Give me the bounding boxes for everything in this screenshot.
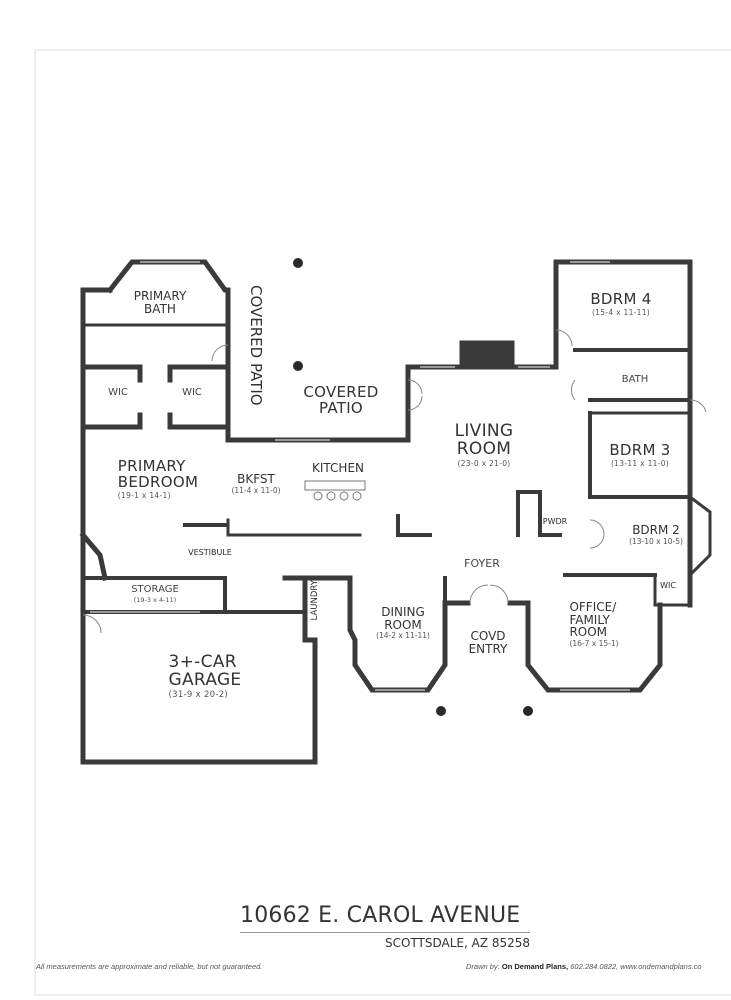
room-label-kitchen: KITCHEN — [312, 461, 364, 475]
room-dims: (31-9 x 20-2) — [168, 689, 229, 700]
room-label-covered-patio-side: COVERED PATIO — [246, 285, 265, 406]
room-label-primary-bath: PRIMARY BATH — [133, 289, 187, 316]
windows — [90, 261, 630, 691]
patio-columns — [293, 258, 533, 716]
room-name: 3+-CAR GARAGE — [168, 652, 242, 690]
room-dims: (19-3 x 4-11) — [133, 595, 177, 604]
room-dims: (19-1 x 14-1) — [117, 490, 171, 500]
room-dims: (13-11 x 11-0) — [610, 458, 670, 468]
page-frame — [34, 49, 731, 996]
room-dims: (14-2 x 11-11) — [376, 631, 430, 641]
room-label-storage: STORAGE(19-3 x 4-11) — [131, 584, 179, 604]
address-city: SCOTTSDALE, AZ 85258 — [385, 936, 531, 950]
room-label-covd-entry: COVD ENTRY — [468, 629, 508, 656]
room-label-vestibule: VESTIBULE — [188, 548, 232, 557]
room-name: OFFICE/ FAMILY ROOM — [569, 600, 617, 640]
room-label-wic-bdrm2: WIC — [660, 581, 676, 590]
drawn-by: Drawn by: On Demand Plans, 602.284.0822,… — [466, 962, 702, 971]
room-name: LIVING ROOM — [454, 421, 514, 459]
room-dims: (23-0 x 21-0) — [457, 458, 511, 468]
title-divider — [240, 932, 530, 933]
room-name: PRIMARY BEDROOM — [117, 457, 199, 491]
room-name: STORAGE — [131, 584, 179, 595]
room-name: BDRM 4 — [590, 290, 652, 308]
room-label-wic-right: WIC — [182, 387, 202, 398]
room-label-garage: 3+-CAR GARAGE(31-9 x 20-2) — [168, 652, 242, 700]
address-street: 10662 E. CAROL AVENUE — [240, 903, 521, 928]
room-name: BKFST — [237, 472, 275, 486]
room-label-bkfst: BKFST(11-4 x 11-0) — [231, 473, 280, 494]
room-name: BDRM 3 — [609, 441, 671, 459]
room-label-dining-room: DINING ROOM(14-2 x 11-11) — [376, 606, 430, 640]
room-label-covered-patio: COVERED PATIO — [303, 383, 379, 417]
room-label-pwdr: PWDR — [542, 517, 568, 526]
room-label-bdrm3: BDRM 3(13-11 x 11-0) — [609, 441, 671, 468]
drawn-by-company: On Demand Plans, — [501, 962, 569, 971]
room-label-bdrm2: BDRM 2(13-10 x 10-5) — [629, 524, 683, 545]
drawn-by-contact: 602.284.0822, www.ondemandplans.co — [570, 962, 702, 971]
room-label-laundry: LAUNDRY — [310, 580, 320, 621]
room-label-office: OFFICE/ FAMILY ROOM(16-7 x 15-1) — [569, 601, 618, 648]
kitchen-stools — [304, 480, 366, 501]
room-dims: (16-7 x 15-1) — [569, 638, 619, 648]
disclaimer: All measurements are approximate and rel… — [36, 962, 263, 971]
room-name: BDRM 2 — [632, 523, 680, 537]
room-dims: (13-10 x 10-5) — [629, 536, 683, 546]
room-label-bdrm4: BDRM 4(15-4 x 11-11) — [590, 290, 652, 317]
room-dims: (11-4 x 11-0) — [231, 485, 281, 495]
room-dims: (15-4 x 11-11) — [591, 307, 651, 317]
room-label-living-room: LIVING ROOM(23-0 x 21-0) — [454, 421, 514, 468]
room-label-foyer: FOYER — [464, 557, 500, 570]
room-name: DINING ROOM — [381, 605, 425, 632]
room-label-bath: BATH — [621, 374, 649, 385]
doors — [82, 329, 707, 634]
drawn-by-label: Drawn by: — [466, 962, 500, 971]
room-label-primary-bedroom: PRIMARY BEDROOM(19-1 x 14-1) — [117, 457, 199, 500]
room-label-wic-left: WIC — [108, 387, 128, 398]
